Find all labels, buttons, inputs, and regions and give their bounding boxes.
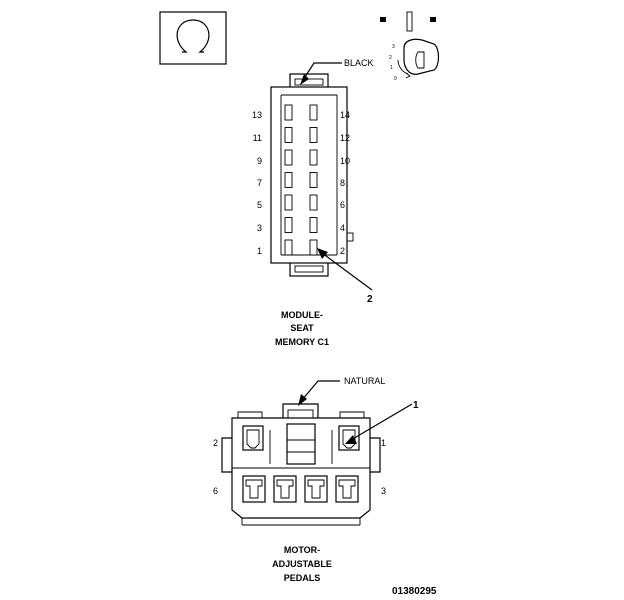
c1-pin-1: 1 [257, 246, 262, 256]
pedals-callout-number: 1 [413, 400, 419, 411]
c1-color-label: BLACK [344, 58, 374, 68]
c1-cavity [309, 239, 318, 256]
c1-pin-9: 9 [257, 156, 262, 166]
pedals-terminal [307, 479, 325, 499]
c1-callout-2: 2 [317, 248, 373, 305]
c1-cavity [309, 194, 318, 211]
c1-caption-line-3: MEMORY C1 [275, 337, 329, 347]
c1-pin-numbers: 13 11 9 7 5 3 1 14 12 10 8 6 4 2 [252, 110, 350, 256]
pedals-pin-numbers: 2 1 6 3 [213, 438, 386, 496]
c1-caption-line-1: MODULE- [281, 310, 323, 320]
c1-cavity [309, 217, 318, 233]
pedals-terminal [276, 479, 294, 499]
c1-cavity [284, 172, 293, 188]
pedals-pin-1: 1 [381, 438, 386, 448]
c1-cavity-grid [284, 104, 318, 256]
pedals-pin-6: 6 [213, 486, 218, 496]
c1-pin-6: 6 [340, 200, 345, 210]
pedals-caption: MOTOR- ADJUSTABLE PEDALS [272, 545, 332, 583]
c1-callout-number: 2 [367, 294, 373, 305]
c1-cavity [284, 127, 293, 143]
pedals-caption-line-1: MOTOR- [284, 545, 320, 555]
c1-cavity [284, 104, 293, 121]
figure-number: 01380295 [392, 586, 437, 597]
pedals-lower-cavity [273, 475, 297, 503]
c1-pin-5: 5 [257, 200, 262, 210]
pedals-callout-1: 1 [345, 400, 419, 444]
pedals-lower-cavity [304, 475, 328, 503]
c1-cavity [309, 104, 318, 121]
key-label-0: 0 [394, 76, 397, 82]
c1-cavity [284, 217, 293, 233]
c1-pin-3: 3 [257, 223, 262, 233]
key-label-1: 1 [390, 65, 393, 71]
c1-cavity [309, 172, 318, 188]
pedals-caption-line-3: PEDALS [284, 573, 321, 583]
c1-caption: MODULE- SEAT MEMORY C1 [275, 310, 329, 347]
key-label-3: 3 [392, 44, 395, 50]
c1-cavity [309, 127, 318, 143]
c1-pin-7: 7 [257, 178, 262, 188]
c1-pin-12: 12 [340, 133, 350, 143]
c1-pin-4: 4 [340, 223, 345, 233]
pedals-lower-cavity [335, 475, 359, 503]
c1-caption-line-2: SEAT [290, 323, 314, 333]
pedals-terminal [338, 479, 356, 499]
c1-pin-8: 8 [340, 178, 345, 188]
c1-pin-11: 11 [253, 133, 262, 143]
seat-memory-connector-c1 [270, 73, 354, 277]
terminal-key-icon: 3 2 1 0 [380, 11, 440, 82]
c1-pin-2: 2 [340, 246, 345, 256]
pedals-lower-cavity-row [242, 475, 359, 503]
c1-cavity [284, 149, 293, 166]
c1-cavity [309, 149, 318, 166]
c1-color-label-group: BLACK [300, 58, 374, 85]
c1-cavity [284, 239, 293, 256]
c1-pin-13: 13 [252, 110, 262, 120]
omega-symbol-icon [159, 11, 227, 65]
pedals-caption-line-2: ADJUSTABLE [272, 559, 332, 569]
pedals-pin-3: 3 [381, 486, 386, 496]
key-label-2: 2 [389, 55, 392, 61]
c1-pin-14: 14 [340, 110, 350, 120]
pedals-terminal [245, 479, 263, 499]
pedals-color-label: NATURAL [344, 376, 385, 386]
pedals-motor-connector [221, 403, 381, 526]
c1-cavity [284, 194, 293, 211]
c1-pin-10: 10 [340, 156, 350, 166]
pedals-pin-2: 2 [213, 438, 218, 448]
pedals-lower-cavity [242, 475, 266, 503]
pedals-color-label-group: NATURAL [298, 376, 385, 406]
